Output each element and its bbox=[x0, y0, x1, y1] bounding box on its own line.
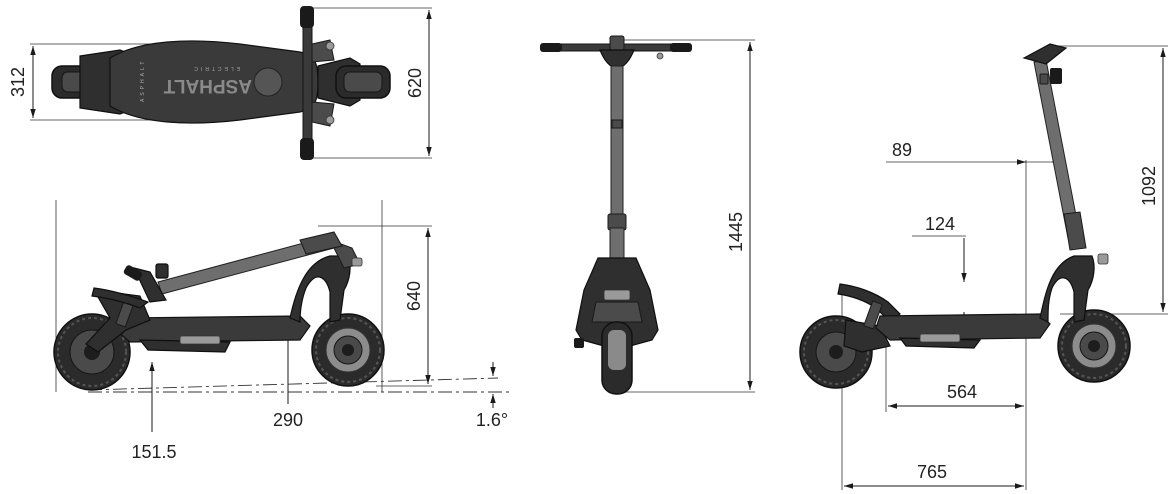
dim-label-angle: 1.6° bbox=[476, 410, 508, 430]
dim-label-290: 290 bbox=[273, 410, 303, 430]
dim-label-1092: 1092 bbox=[1139, 166, 1159, 206]
deck-side bbox=[875, 313, 1051, 341]
dim-label-89: 89 bbox=[892, 140, 912, 160]
deck-logo: ASPHALT bbox=[163, 75, 252, 96]
deck-small-logo: ASPHALT bbox=[140, 59, 146, 102]
dim-label-151: 151.5 bbox=[131, 442, 176, 462]
deck-logo-sub: ELECTRIC bbox=[191, 65, 240, 71]
dim-label-620: 620 bbox=[405, 68, 425, 98]
dim-label-312: 312 bbox=[8, 67, 28, 97]
dim-label-640: 640 bbox=[404, 281, 424, 311]
dim-label-1445: 1445 bbox=[726, 212, 746, 252]
dim-label-765: 765 bbox=[917, 462, 947, 482]
handlebar-top bbox=[302, 17, 313, 149]
handlebar-side bbox=[1022, 43, 1068, 65]
stem-side bbox=[1033, 59, 1081, 239]
dim-label-564: 564 bbox=[947, 382, 977, 402]
stem-front bbox=[610, 65, 624, 227]
top-view: 312 620 ASPHALT ELECTRIC ASPHALT bbox=[8, 6, 432, 160]
full-side-view: 89 124 1092 564 765 bbox=[799, 43, 1168, 490]
folded-side-view: 640 290 151.5 1.6° bbox=[53, 200, 512, 462]
dim-label-124: 124 bbox=[925, 214, 955, 234]
front-view: 1445 bbox=[540, 35, 755, 395]
